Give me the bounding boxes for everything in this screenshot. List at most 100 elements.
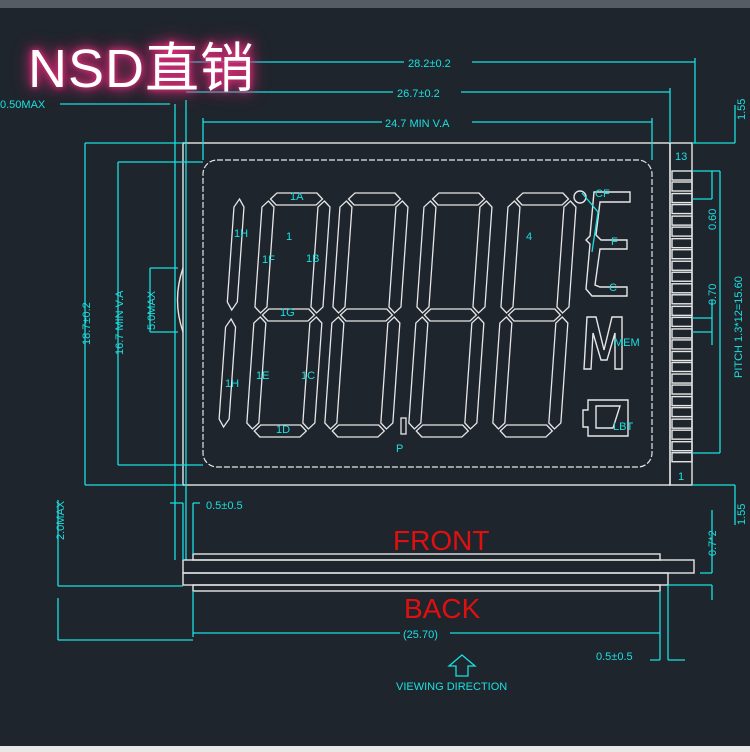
pin [671,384,693,395]
pin-13-label: 13 [675,151,687,163]
right-dimension-lines [692,105,736,525]
glass-width-dim: 26.7±0.2 [397,88,440,100]
pin [671,170,693,181]
degree-icon [573,190,587,204]
seg-label-1d: 1D [276,424,290,436]
back-width-dim: (25.70) [403,629,438,641]
segment-1g [261,308,316,322]
temperature-unit-icon [585,191,631,297]
seg-label-1b: 1B [306,253,319,265]
segment-3c [464,316,485,430]
window-top-bar [0,0,750,8]
segment-2d [331,424,386,438]
segment-2c [380,316,401,430]
pin [671,429,693,440]
pin [671,215,693,226]
battery-inner [595,405,621,429]
window-bottom-bar [0,746,750,752]
digit-1 [218,192,331,438]
segment-2a [347,192,402,206]
pin [671,192,693,204]
symbol-label-mem: MEM [614,337,640,349]
seg-label-1c: 1C [301,370,315,382]
symbol-label-cf: CF [595,188,610,200]
pin [671,328,693,339]
pin [671,395,693,407]
back-label: BACK [404,593,481,624]
segment-1f [254,200,275,314]
segment-2f [332,200,353,314]
segment-1h-1 [218,317,237,429]
digit-4-label: 4 [526,231,532,243]
pitch-dim: PITCH 1.3*12=15.60 [733,276,745,378]
pin [671,237,693,249]
side-view-dimension-lines [57,500,713,661]
pin [671,441,693,452]
pin [671,406,693,418]
symbol-label-lbt: LBT [613,421,633,433]
segment-1b [310,200,331,314]
digits [218,192,577,438]
seg-label-1h-top: 1H [234,228,248,240]
connector-strip [669,142,693,486]
back-polarizer [192,584,661,592]
front-glass [182,559,695,574]
pin [671,339,693,350]
segment-4e [492,316,513,430]
thickness-dim: 2.0MAX [55,500,67,540]
segment-2b [388,200,409,314]
pin-width-dim: 0.60 [707,209,719,230]
segment-3f [416,200,437,314]
pin [671,271,693,282]
pin [671,203,693,215]
max-offset-dim: 0.50MAX [0,99,46,111]
digit-4 [492,192,577,438]
decimal-label: P [396,443,403,455]
pin [671,260,693,271]
segment-4c [548,316,569,430]
segment-2e [324,316,345,430]
overall-width-dim: 28.2±0.2 [408,58,451,70]
digit-2 [324,192,409,438]
connector-height-dim: 5.0MAX [146,290,158,330]
seg-label-1a: 1A [290,191,304,203]
back-offset-dim: 0.5±0.5 [596,651,633,663]
viewing-direction-label: VIEWING DIRECTION [396,681,507,693]
pin [671,373,693,384]
segment-3d [415,424,470,438]
segment-1a [269,192,324,206]
seg-label-1f: 1F [262,254,275,266]
pin [671,181,693,192]
seg-label-1h-bottom: 1H [225,378,239,390]
seg-label-1g: 1G [280,307,295,319]
segment-4g [507,308,562,322]
brand-watermark: NSD直销 [28,39,256,99]
viewing-direction-arrow-icon [447,654,477,677]
segment-4f [500,200,521,314]
memory-icon [583,316,623,370]
left-dimension-lines [84,142,203,486]
seg-label-1e: 1E [256,370,269,382]
symbol-label-c: C [609,282,617,294]
glass-thickness-dim: 0.7*2 [707,530,719,556]
segment-3g [423,308,478,322]
segment-4d [499,424,554,438]
pin [671,305,693,317]
pin [671,283,693,294]
segment-3b [472,200,493,314]
segment-1d [253,424,308,438]
pin [671,452,693,463]
front-label: FRONT [393,525,489,556]
pin-array [671,170,693,463]
view-area-width-dim: 24.7 MIN V.A [385,118,450,130]
symbol-label-f: F [611,236,618,248]
pin [671,294,693,305]
battery-icon [582,399,629,437]
overall-height-dim: 18.7±0.2 [81,302,93,345]
pin [671,418,693,429]
pin-1-label: 1 [678,471,684,483]
segment-1h-0 [226,197,245,312]
bottom-margin-dim: 1.55 [736,504,748,525]
view-area-height-dim: 16.7 MIN V.A [114,290,126,355]
